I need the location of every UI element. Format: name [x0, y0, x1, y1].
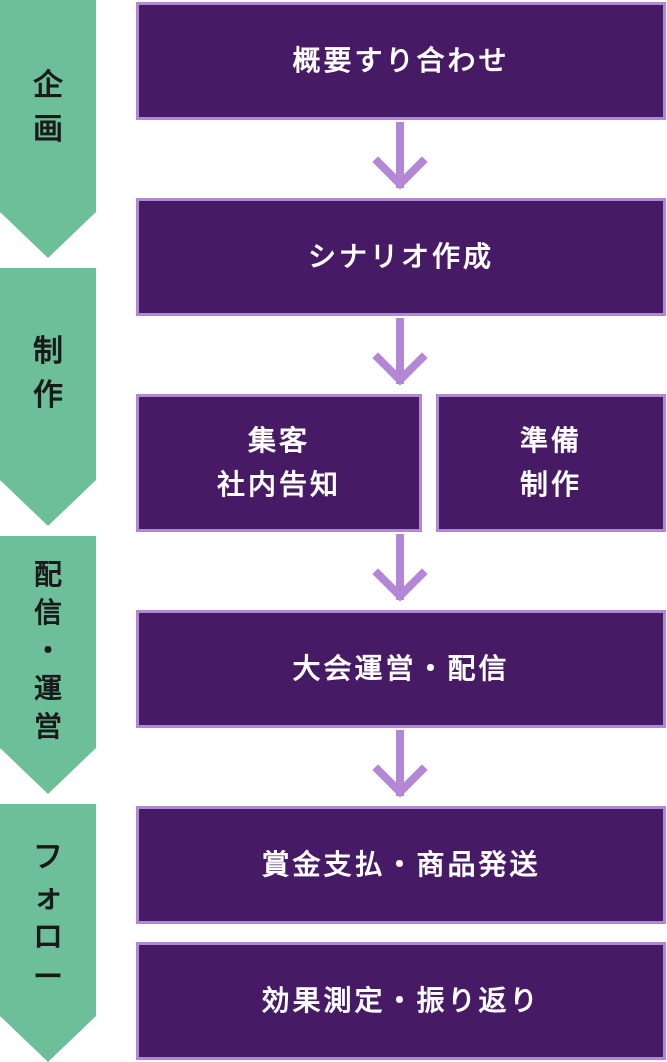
phase-delivery-operation: [0, 536, 96, 794]
down-arrow-icon: [372, 318, 428, 386]
phase-delivery-operation-label: 配 信 ・ 運 営: [33, 558, 62, 743]
down-arrow-icon: [372, 730, 428, 798]
phase-production-label: 制 作: [33, 334, 63, 413]
phase-planning-label: 企 画: [33, 68, 63, 147]
step-scenario-creation: シナリオ作成: [136, 198, 666, 316]
step-evaluation-review: 効果測定・振り返り: [136, 942, 666, 1060]
phase-follow-up-label: フ ォ ロ ー: [33, 840, 63, 995]
phase-follow-up: [0, 804, 96, 1062]
phase-planning: [0, 0, 96, 258]
down-arrow-icon: [372, 534, 428, 602]
step-promotion-announcement: 集客 社内告知: [136, 394, 422, 532]
step-overview-alignment: 概要すり合わせ: [136, 2, 666, 120]
step-event-operation-streaming: 大会運営・配信: [136, 610, 666, 728]
step-prize-payment-shipping: 賞金支払・商品発送: [136, 806, 666, 924]
down-arrow-icon: [372, 122, 428, 190]
phase-production: [0, 268, 96, 526]
step-preparation-production: 準備 制作: [436, 394, 666, 532]
